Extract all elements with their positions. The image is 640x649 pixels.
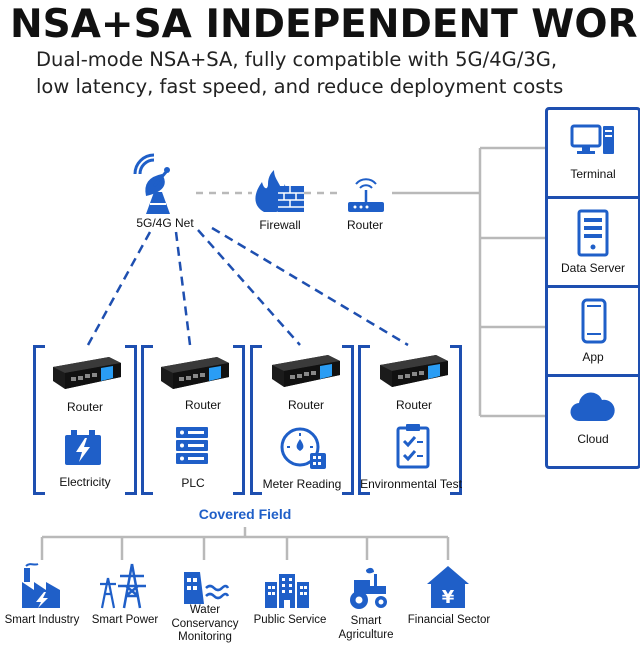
field-public-service-label: Public Service [253,614,327,626]
plc-icon [176,427,208,464]
meter-icon [280,427,326,469]
clipboard-icon [396,424,430,469]
industrial-router-icon [161,357,229,389]
field-financial-label: Financial Sector [407,614,491,626]
covered-field-title: Covered Field [198,506,292,522]
satellite-dish-icon [132,153,188,216]
field-water-line2-wrap: Conservancy Monitoring [160,618,250,644]
computer-icon [570,124,614,154]
device-4-router-label: Router [395,398,433,412]
app-cell: App [548,288,638,377]
app-label: App [582,350,604,364]
field-agriculture-line2: Agriculture [338,629,394,641]
tractor-icon [350,567,387,609]
top-router-label: Router [346,218,384,232]
device-3-router-label: Router [287,398,325,412]
firewall-icon [252,170,306,214]
field-agriculture-line1: Smart [350,615,382,627]
device-group-2: Router PLC [141,345,245,495]
industrial-router-icon [380,355,448,387]
power-tower-icon [100,563,146,609]
headline: NSA+SA INDEPENDENT WORK [10,2,640,47]
subtitle-line-2: low latency, fast speed, and reduce depl… [36,75,564,98]
device-2-field-label: PLC [181,476,205,490]
device-group-3: Router Meter Reading [250,345,354,495]
factory-icon [22,563,60,608]
server-icon [577,209,609,257]
cloud-icon [570,392,615,422]
device-1-field-label: Electricity [59,475,111,489]
industrial-router-icon [53,357,121,389]
field-agriculture-label: Smart Agriculture [328,614,404,642]
industrial-router-icon [272,355,340,387]
device-group-1: Router Electricity [33,345,137,495]
field-smart-industry-label: Smart Industry [4,614,80,626]
router-icon [344,178,388,216]
field-water-label: Water [170,604,240,617]
electricity-icon [65,430,101,465]
water-dam-icon [184,572,230,604]
field-water-line3: Monitoring [178,631,232,643]
device-1-router-label: Router [66,400,104,414]
terminal-label: Terminal [570,167,616,181]
terminal-cell: Terminal [548,110,638,199]
bank-icon: ¥ [427,566,469,608]
device-group-4: Router Environmental Test [358,345,462,495]
data-server-label: Data Server [560,261,626,275]
svg-text:¥: ¥ [442,587,455,608]
device-4-field-label: Environmental Test [360,477,462,491]
field-water-line2: Conservancy [171,618,239,630]
device-3-field-label: Meter Reading [262,477,342,491]
cloud-label: Cloud [577,432,609,446]
device-2-router-label: Router [184,398,222,412]
service-panel: Terminal Data Server App Cloud [545,107,640,469]
cloud-cell: Cloud [548,377,638,466]
tower-label: 5G/4G Net [136,216,194,230]
field-water-line1: Water [189,604,221,616]
firewall-label: Firewall [259,218,301,232]
data-server-cell: Data Server [548,199,638,288]
field-smart-power-label: Smart Power [91,614,159,626]
building-icon [265,574,309,608]
subtitle-line-1: Dual-mode NSA+SA, fully compatible with … [36,48,558,71]
phone-icon [581,298,607,344]
